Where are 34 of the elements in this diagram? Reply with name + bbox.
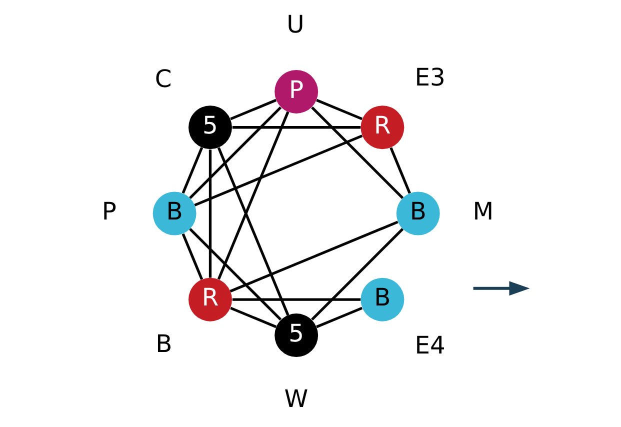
- connector: [316, 306, 362, 328]
- node-label: U: [286, 10, 304, 38]
- node-label: E3: [414, 63, 445, 92]
- connector: [229, 220, 398, 292]
- node-circle: B: [360, 278, 404, 322]
- connector: [216, 111, 289, 280]
- node-circle: P: [274, 70, 318, 114]
- node-circle: R: [188, 278, 232, 322]
- node-circle: B: [396, 192, 440, 236]
- node-label: B: [155, 330, 172, 358]
- node-circle: 5: [188, 106, 232, 150]
- node-label: M: [472, 198, 494, 226]
- node-label: W: [284, 384, 308, 413]
- node-label: C: [154, 65, 172, 94]
- connector: [230, 306, 276, 328]
- node-circle: 5: [274, 314, 318, 357]
- connector: [389, 147, 410, 194]
- node-label: P: [101, 198, 116, 226]
- node-circle: B: [152, 192, 196, 236]
- connector: [216, 147, 289, 316]
- connector: [230, 98, 276, 120]
- connector: [310, 106, 404, 200]
- connector: [316, 98, 362, 120]
- connector: [232, 298, 360, 301]
- connector: [181, 233, 203, 280]
- connector: [232, 126, 360, 129]
- connector: [194, 134, 362, 206]
- node-circle: R: [360, 106, 404, 150]
- connector: [310, 228, 404, 321]
- connector: [188, 228, 282, 321]
- connector: [181, 147, 203, 194]
- connector: [188, 106, 282, 200]
- connector: [208, 150, 212, 278]
- node-label: E4: [414, 332, 445, 360]
